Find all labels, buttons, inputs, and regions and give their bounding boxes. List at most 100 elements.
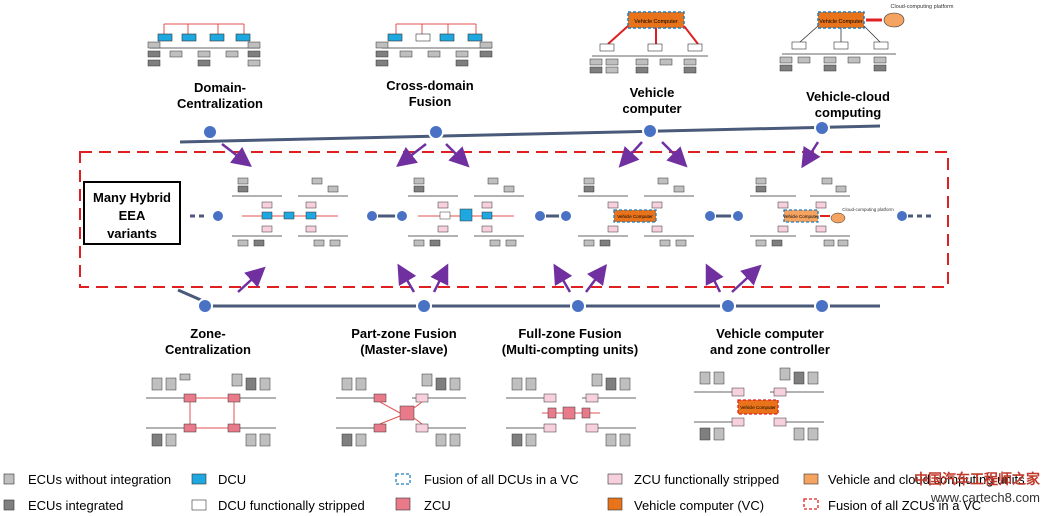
arrow xyxy=(801,141,821,169)
vc-label: Vehicle Computer xyxy=(617,214,653,219)
legend-label: ECUs without integration xyxy=(28,472,171,487)
timeline-node xyxy=(642,123,658,139)
timeline-node xyxy=(814,298,830,314)
arch-zone-centralization xyxy=(146,373,276,447)
top-timeline xyxy=(179,120,881,144)
legend-swatch xyxy=(803,498,819,510)
hybrid-chain xyxy=(190,209,935,223)
arch-cross-domain-fusion xyxy=(375,23,493,67)
arrow xyxy=(430,263,449,293)
stage-label: and zone controller xyxy=(710,342,830,357)
timeline-node xyxy=(428,124,444,140)
vc-label: Vehicle Computer xyxy=(634,19,678,25)
legend-label: ECUs integrated xyxy=(28,498,123,513)
legend-swatch xyxy=(191,473,207,485)
stage-label: Centralization xyxy=(177,96,263,111)
legend-swatch xyxy=(395,473,411,485)
chain-node xyxy=(731,209,745,223)
stage-label: Fusion xyxy=(409,94,452,109)
timeline-node xyxy=(720,298,736,314)
hybrid-icon-3: Vehicle Computer xyxy=(578,177,694,247)
legend-label: Vehicle computer (VC) xyxy=(634,498,764,513)
arrow xyxy=(705,263,724,293)
bottom-stage-labels: Zone- Centralization Part-zone Fusion (M… xyxy=(165,326,830,357)
chain-node xyxy=(211,209,225,223)
timeline-node xyxy=(416,298,432,314)
arrow xyxy=(661,141,688,168)
arrow xyxy=(237,266,266,293)
stage-label: Full-zone Fusion xyxy=(518,326,621,341)
stage-label: computer xyxy=(622,101,681,116)
hybrid-label-line2: EEA xyxy=(119,208,146,223)
arch-vehicle-computer: Vehicle Computer xyxy=(589,11,708,74)
stage-label: (Master-slave) xyxy=(360,342,447,357)
arch-full-zone-fusion xyxy=(506,373,636,447)
timeline-node xyxy=(814,120,830,136)
legend-label: Fusion of all ZCUs in a VC xyxy=(828,498,981,513)
chain-node xyxy=(895,209,909,223)
watermark: 中国汽车工程师之家 www.cartech8.com xyxy=(914,471,1041,505)
vc-label: Vehicle Computer xyxy=(740,405,776,410)
stage-label: Vehicle computer xyxy=(716,326,824,341)
stage-label: computing xyxy=(815,105,881,120)
top-stage-labels: Domain- Centralization Cross-domain Fusi… xyxy=(177,78,890,120)
chain-node xyxy=(365,209,379,223)
chain-node xyxy=(559,209,573,223)
arrow xyxy=(553,263,573,293)
legend-label: Fusion of all DCUs in a VC xyxy=(424,472,579,487)
stage-label: (Multi-compting units) xyxy=(502,342,638,357)
cloud-label: Cloud-computing platform xyxy=(842,207,894,212)
legend-label: ZCU functionally stripped xyxy=(634,472,779,487)
stage-label: Part-zone Fusion xyxy=(351,326,457,341)
hybrid-icon-4: Vehicle Computer Cloud-computing platfor… xyxy=(750,177,894,247)
arrow xyxy=(396,143,427,168)
bottom-timeline xyxy=(177,288,880,314)
hybrid-label-line1: Many Hybrid xyxy=(93,190,171,205)
timeline-node xyxy=(570,298,586,314)
arch-vc-and-zone: Vehicle Computer xyxy=(694,367,824,441)
arrow xyxy=(618,141,643,168)
vc-label: Vehicle Computer xyxy=(819,19,863,25)
legend-swatch xyxy=(395,497,411,511)
arrow xyxy=(397,263,417,293)
chain-node xyxy=(703,209,717,223)
stage-label: Vehicle-cloud xyxy=(806,89,890,104)
timeline-node xyxy=(197,298,213,314)
stage-label: Centralization xyxy=(165,342,251,357)
legend-label: ZCU xyxy=(424,498,451,513)
stage-label: Cross-domain xyxy=(386,78,473,93)
hybrid-region xyxy=(79,151,949,288)
stage-label: Domain- xyxy=(194,80,246,95)
legend-swatch xyxy=(3,473,15,485)
stage-label: Vehicle xyxy=(630,85,675,100)
hybrid-label-box: Many Hybrid EEA variants xyxy=(83,181,181,245)
timeline-node xyxy=(202,124,218,140)
legend-swatch xyxy=(803,473,819,485)
hybrid-icon-1 xyxy=(232,177,348,247)
arch-domain-centralization xyxy=(147,23,261,67)
watermark-line2: www.cartech8.com xyxy=(930,490,1040,505)
watermark-line1: 中国汽车工程师之家 xyxy=(914,471,1041,487)
legend-swatch xyxy=(607,473,623,485)
legend-swatch xyxy=(607,497,623,511)
vc-label: Vehicle Computer xyxy=(783,214,819,219)
chain-node xyxy=(533,209,547,223)
stage-label: Zone- xyxy=(190,326,225,341)
arrow xyxy=(445,143,470,168)
legend-label: Vehicle and cloud computing units xyxy=(828,472,1025,487)
cloud-label: Cloud-computing platform xyxy=(891,4,954,10)
arrow xyxy=(731,264,762,293)
legend-label: DCU functionally stripped xyxy=(218,498,365,513)
hybrid-label-line3: variants xyxy=(107,226,157,241)
legend: ECUs without integration ECUs integrated… xyxy=(3,472,1025,513)
arrow xyxy=(221,143,252,168)
hybrid-icon-2 xyxy=(408,177,524,247)
legend-label: DCU xyxy=(218,472,246,487)
legend-swatch xyxy=(3,499,15,511)
transition-arrows xyxy=(221,141,821,293)
legend-swatch xyxy=(191,499,207,511)
arch-part-zone-fusion xyxy=(336,373,466,447)
arch-vehicle-cloud: Vehicle Computer Cloud-computing platfor… xyxy=(779,4,954,72)
chain-node xyxy=(395,209,409,223)
